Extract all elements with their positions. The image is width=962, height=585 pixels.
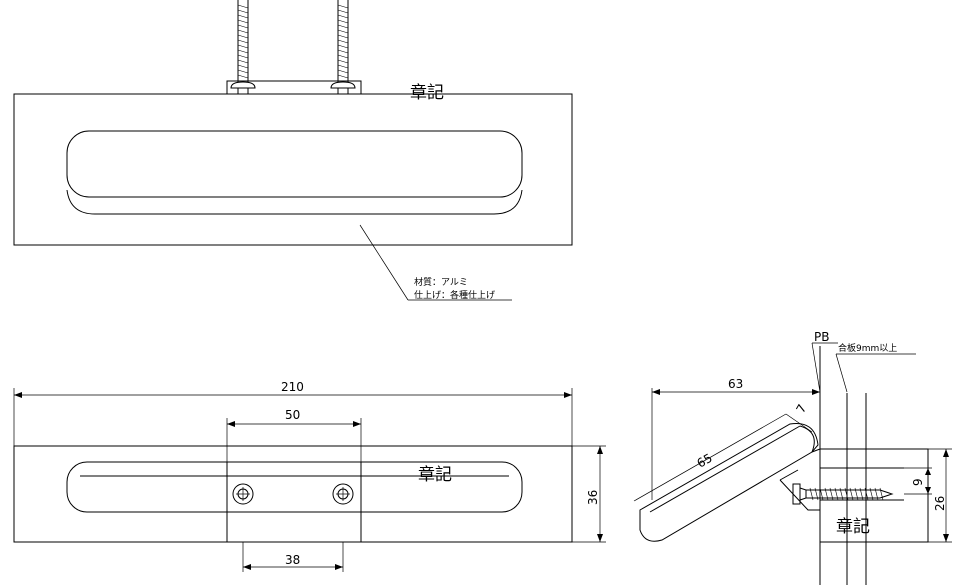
top-handle-shadow [66, 189, 523, 215]
dim-line-handle-length [633, 413, 787, 502]
top-view: 章記 材質：アルミ 仕上げ：各種仕上げ [13, 0, 573, 301]
dim-hole-pitch: 50 [285, 408, 300, 422]
front-mount-plate [226, 461, 362, 543]
front-stamp-label: 章記 [418, 465, 452, 485]
front-hole-right [332, 483, 354, 505]
top-screw-left [230, 0, 256, 94]
top-main-plate [13, 93, 573, 246]
dim-height: 36 [586, 490, 600, 505]
label-plywood: 合板9mm以上 [838, 342, 897, 354]
dim-handle-length: 65 [695, 451, 715, 471]
side-stamp-label: 章記 [836, 517, 870, 537]
note-finish: 仕上げ：各種仕上げ [414, 289, 495, 301]
top-handle [66, 130, 523, 198]
note-material: 材質：アルミ [414, 276, 468, 288]
side-view: PB 合板9mm以上 63 章記 65 7 [633, 330, 952, 585]
side-handle [639, 422, 821, 542]
note-leader [359, 224, 409, 301]
front-view: 210 50 章記 38 [13, 380, 606, 572]
dim-depth: 63 [728, 377, 743, 391]
dim-side-height: 26 [933, 496, 947, 511]
top-screw-right [330, 0, 356, 94]
front-handle [66, 461, 523, 513]
side-screw [792, 483, 894, 505]
dim-thickness: 7 [793, 402, 809, 416]
front-hole-left [232, 483, 254, 505]
dim-screw-offset: 9 [911, 478, 925, 486]
dim-lower-pitch: 38 [285, 553, 300, 567]
dim-width: 210 [281, 380, 304, 394]
top-stamp-label: 章記 [410, 83, 444, 103]
label-pb: PB [814, 330, 829, 344]
front-main-plate [13, 445, 573, 543]
side-base-plate [820, 448, 929, 543]
